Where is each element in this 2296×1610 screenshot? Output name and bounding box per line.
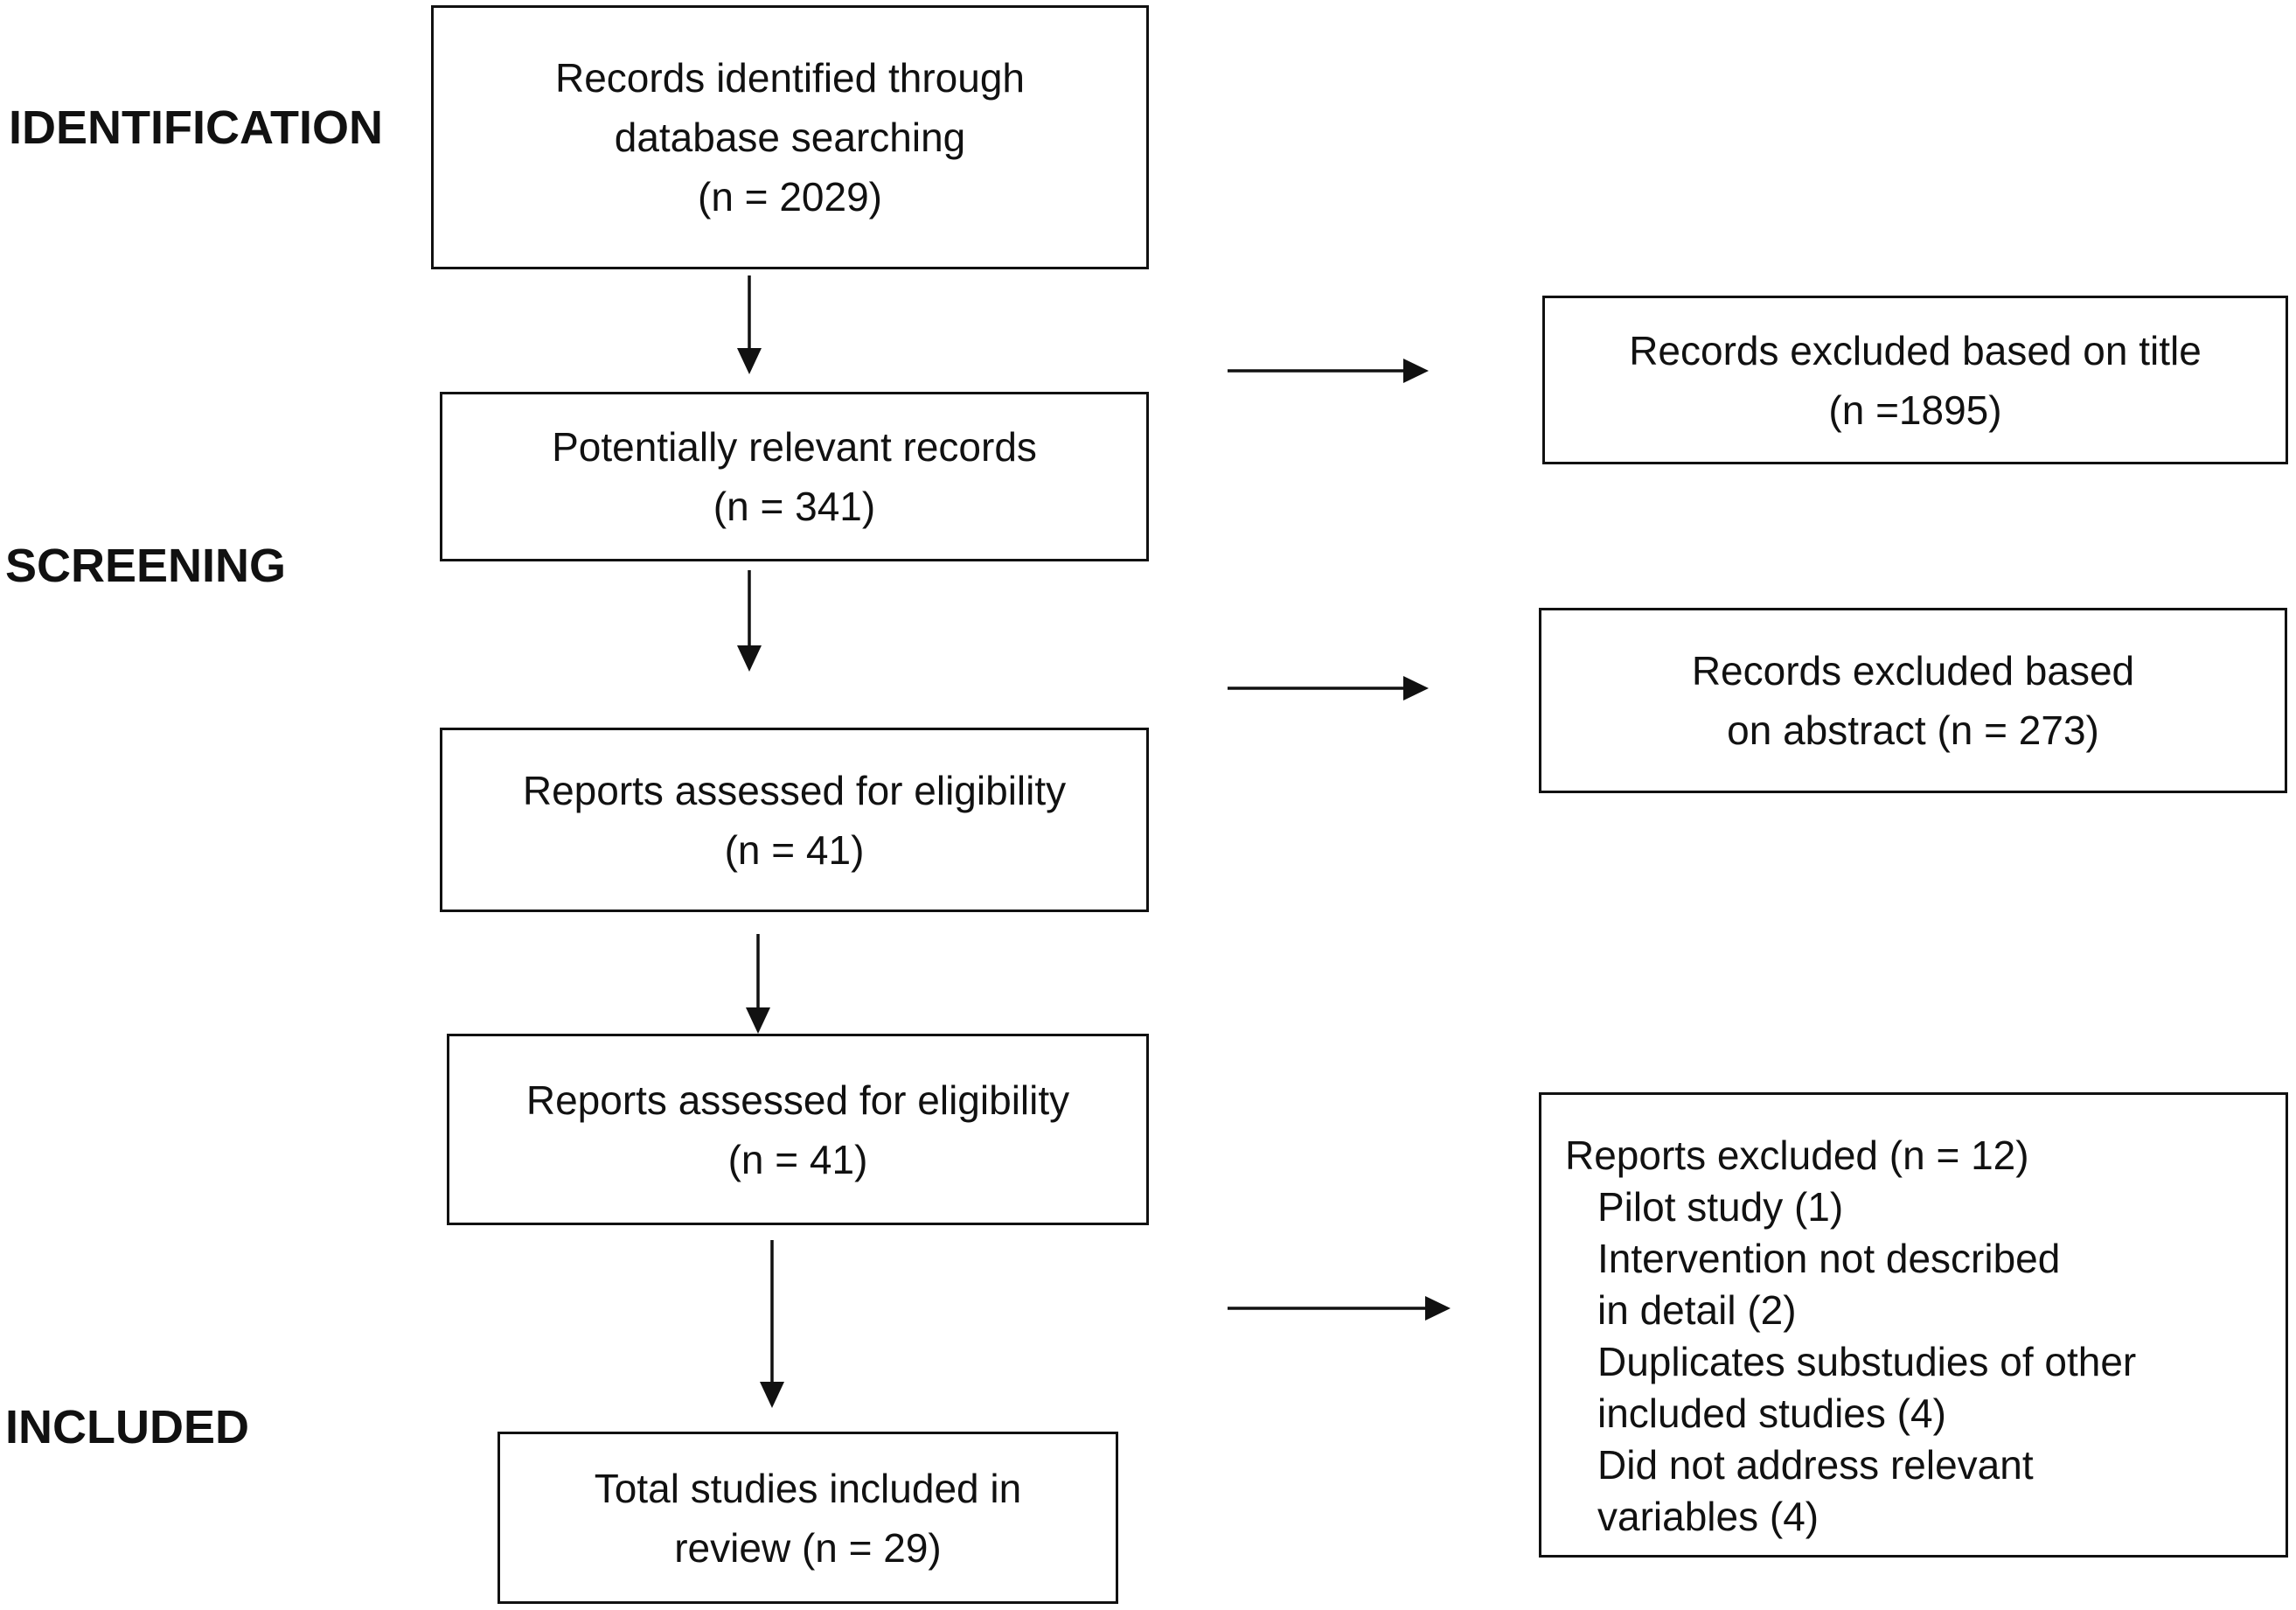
box-line: (n =1895): [1828, 387, 2002, 433]
reports-assessed-box-1: Reports assessed for eligibility (n = 41…: [440, 728, 1149, 912]
excluded-abstract-box: Records excluded based on abstract (n = …: [1539, 608, 2287, 793]
stage-label-screening: SCREENING: [5, 540, 287, 592]
exclusion-reason: included studies (4): [1597, 1390, 1946, 1436]
box-line: Records identified through: [555, 55, 1025, 101]
reports-excluded-heading: Reports excluded (n = 12): [1565, 1133, 2029, 1178]
box-line: (n = 341): [713, 484, 876, 529]
box-line: review (n = 29): [674, 1524, 942, 1571]
box-line: database searching: [614, 115, 966, 160]
arrow-down-4: [760, 1240, 784, 1408]
records-identified-box: Records identified through database sear…: [431, 5, 1149, 269]
reports-excluded-box: Reports excluded (n = 12) Pilot study (1…: [1539, 1092, 2288, 1558]
exclusion-reason: Pilot study (1): [1597, 1184, 1844, 1230]
box-line: Records excluded based on title: [1629, 327, 2202, 373]
box-line: Records excluded based: [1691, 648, 2135, 693]
arrow-right-abstract: [1228, 676, 1429, 700]
reports-assessed-box-2: Reports assessed for eligibility (n = 41…: [447, 1034, 1149, 1225]
stage-label-included: INCLUDED: [5, 1401, 249, 1453]
exclusion-reason: in detail (2): [1597, 1287, 1797, 1333]
box-line: Reports assessed for eligibility: [522, 767, 1067, 813]
arrow-down-2: [737, 570, 762, 672]
exclusion-reason: Did not address relevant: [1597, 1442, 2034, 1488]
box-line: (n = 2029): [698, 174, 882, 220]
exclusion-reason: Duplicates substudies of other: [1597, 1339, 2137, 1384]
arrow-right-reports: [1228, 1296, 1451, 1321]
box-line: Reports assessed for eligibility: [525, 1077, 1070, 1123]
stage-label-identification: IDENTIFICATION: [9, 101, 383, 154]
potentially-relevant-records-box: Potentially relevant records (n = 341): [440, 392, 1149, 561]
exclusion-reason: variables (4): [1597, 1494, 1819, 1539]
total-studies-included-box: Total studies included in review (n = 29…: [497, 1432, 1118, 1604]
box-line: on abstract (n = 273): [1727, 707, 2099, 753]
box-line: Total studies included in: [594, 1465, 1022, 1511]
arrow-down-3: [746, 934, 770, 1034]
box-line: (n = 41): [727, 1136, 868, 1182]
excluded-title-box: Records excluded based on title (n =1895…: [1542, 296, 2288, 464]
box-line: (n = 41): [724, 826, 865, 873]
arrow-down-1: [737, 275, 762, 374]
arrow-right-title: [1228, 359, 1429, 383]
exclusion-reason: Intervention not described: [1597, 1236, 2061, 1281]
box-line: Potentially relevant records: [552, 424, 1037, 470]
